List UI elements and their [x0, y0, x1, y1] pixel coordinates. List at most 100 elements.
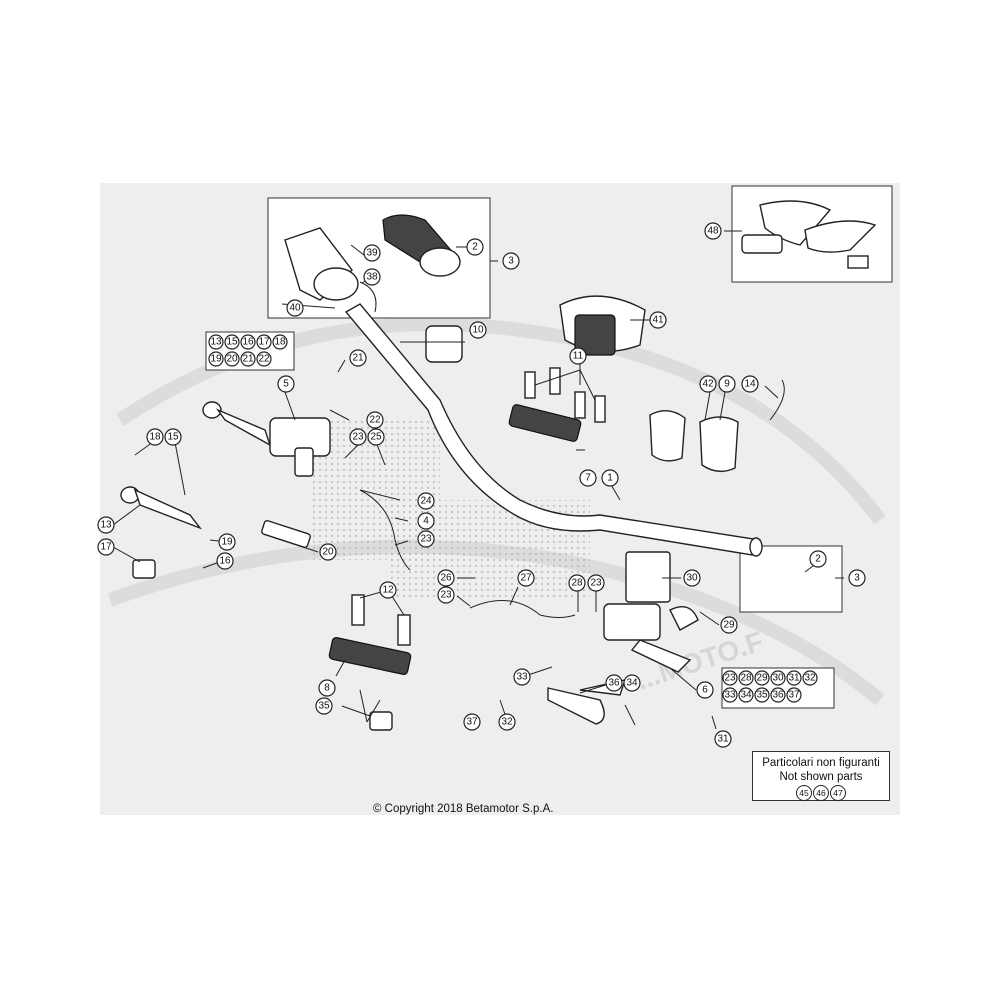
callout-29: 29	[720, 616, 738, 634]
group-number: 17	[256, 334, 272, 350]
callout-32: 32	[498, 713, 516, 731]
group-number: 23	[722, 670, 738, 686]
svg-text:16: 16	[219, 556, 231, 567]
svg-text:31: 31	[717, 734, 729, 745]
group-number: 28	[738, 670, 754, 686]
callout-31: 31	[714, 730, 732, 748]
svg-text:22: 22	[369, 415, 381, 426]
callout-2: 2	[466, 238, 484, 256]
callout-13: 13	[97, 516, 115, 534]
group-number: 22	[256, 351, 272, 367]
svg-text:36: 36	[772, 690, 784, 701]
svg-text:30: 30	[686, 573, 698, 584]
callout-7: 7	[579, 469, 597, 487]
svg-text:5: 5	[283, 379, 289, 390]
svg-text:28: 28	[571, 578, 583, 589]
svg-text:18: 18	[149, 432, 161, 443]
callout-15: 15	[164, 428, 182, 446]
svg-text:6: 6	[702, 685, 708, 696]
group-number: 35	[754, 687, 770, 703]
svg-text:16: 16	[242, 337, 254, 348]
svg-text:7: 7	[585, 473, 591, 484]
callout-42: 42	[699, 375, 717, 393]
callout-9: 9	[718, 375, 736, 393]
svg-text:34: 34	[626, 678, 638, 689]
callout-3: 3	[502, 252, 520, 270]
callout-6: 6	[696, 681, 714, 699]
svg-text:2: 2	[815, 554, 821, 565]
svg-text:27: 27	[520, 573, 532, 584]
svg-text:17: 17	[100, 542, 112, 553]
svg-text:21: 21	[242, 354, 254, 365]
svg-text:22: 22	[258, 354, 270, 365]
svg-text:41: 41	[652, 315, 664, 326]
callout-4: 4	[417, 512, 435, 530]
callout-14: 14	[741, 375, 759, 393]
callout-26: 26	[437, 569, 455, 587]
svg-text:37: 37	[466, 717, 478, 728]
svg-text:38: 38	[366, 272, 378, 283]
group-number: 20	[224, 351, 240, 367]
svg-text:23: 23	[440, 590, 452, 601]
group-number: 32	[802, 670, 818, 686]
not-shown-parts-note: Particolari non figuranti Not shown part…	[752, 751, 890, 801]
callout-1: 1	[601, 469, 619, 487]
callout-23b: 23	[417, 530, 435, 548]
svg-text:23: 23	[590, 578, 602, 589]
lower-clamp	[328, 594, 412, 731]
callout-23d: 23	[587, 574, 605, 592]
svg-text:48: 48	[707, 226, 719, 237]
svg-text:42: 42	[702, 379, 714, 390]
handlebar-end	[749, 537, 763, 557]
group-number: 21	[240, 351, 256, 367]
svg-text:12: 12	[382, 585, 394, 596]
copyright-text: © Copyright 2018 Betamotor S.p.A.	[373, 803, 554, 815]
callout-24: 24	[417, 492, 435, 510]
callout-33: 33	[513, 668, 531, 686]
svg-text:4: 4	[423, 516, 429, 527]
svg-text:20: 20	[226, 354, 238, 365]
callout-39: 39	[363, 244, 381, 262]
callout-37: 37	[463, 713, 481, 731]
handguards	[741, 200, 877, 269]
svg-text:23: 23	[420, 534, 432, 545]
callout-5: 5	[277, 375, 295, 393]
callout-41: 41	[649, 311, 667, 329]
svg-text:2: 2	[472, 242, 478, 253]
svg-text:30: 30	[772, 673, 784, 684]
svg-text:21: 21	[352, 353, 364, 364]
brake-master-cylinder	[359, 489, 699, 725]
svg-text:33: 33	[724, 690, 736, 701]
svg-text:1: 1	[607, 473, 613, 484]
note-line-italian: Particolari non figuranti	[762, 757, 880, 769]
group-number: 15	[224, 334, 240, 350]
callout-25: 25	[367, 428, 385, 446]
svg-text:13: 13	[210, 337, 222, 348]
svg-text:33: 33	[516, 672, 528, 683]
svg-text:28: 28	[740, 673, 752, 684]
group-number: 29	[754, 670, 770, 686]
svg-text:29: 29	[723, 620, 735, 631]
group-number: 31	[786, 670, 802, 686]
handlebar-clamp-cover	[559, 295, 646, 356]
svg-text:25: 25	[370, 432, 382, 443]
svg-text:13: 13	[100, 520, 112, 531]
svg-text:8: 8	[324, 683, 330, 694]
callout-16: 16	[216, 552, 234, 570]
svg-text:9: 9	[724, 379, 730, 390]
group-number: 19	[208, 351, 224, 367]
svg-text:40: 40	[289, 303, 301, 314]
callout-40: 40	[286, 299, 304, 317]
group-number: 37	[786, 687, 802, 703]
svg-text:14: 14	[744, 379, 756, 390]
callout-11: 11	[569, 347, 587, 365]
callout-10: 10	[469, 321, 487, 339]
callout-27: 27	[517, 569, 535, 587]
svg-text:39: 39	[366, 248, 378, 259]
group-number: 13	[208, 334, 224, 350]
callout-38: 38	[363, 268, 381, 286]
callout-8: 8	[318, 679, 336, 697]
